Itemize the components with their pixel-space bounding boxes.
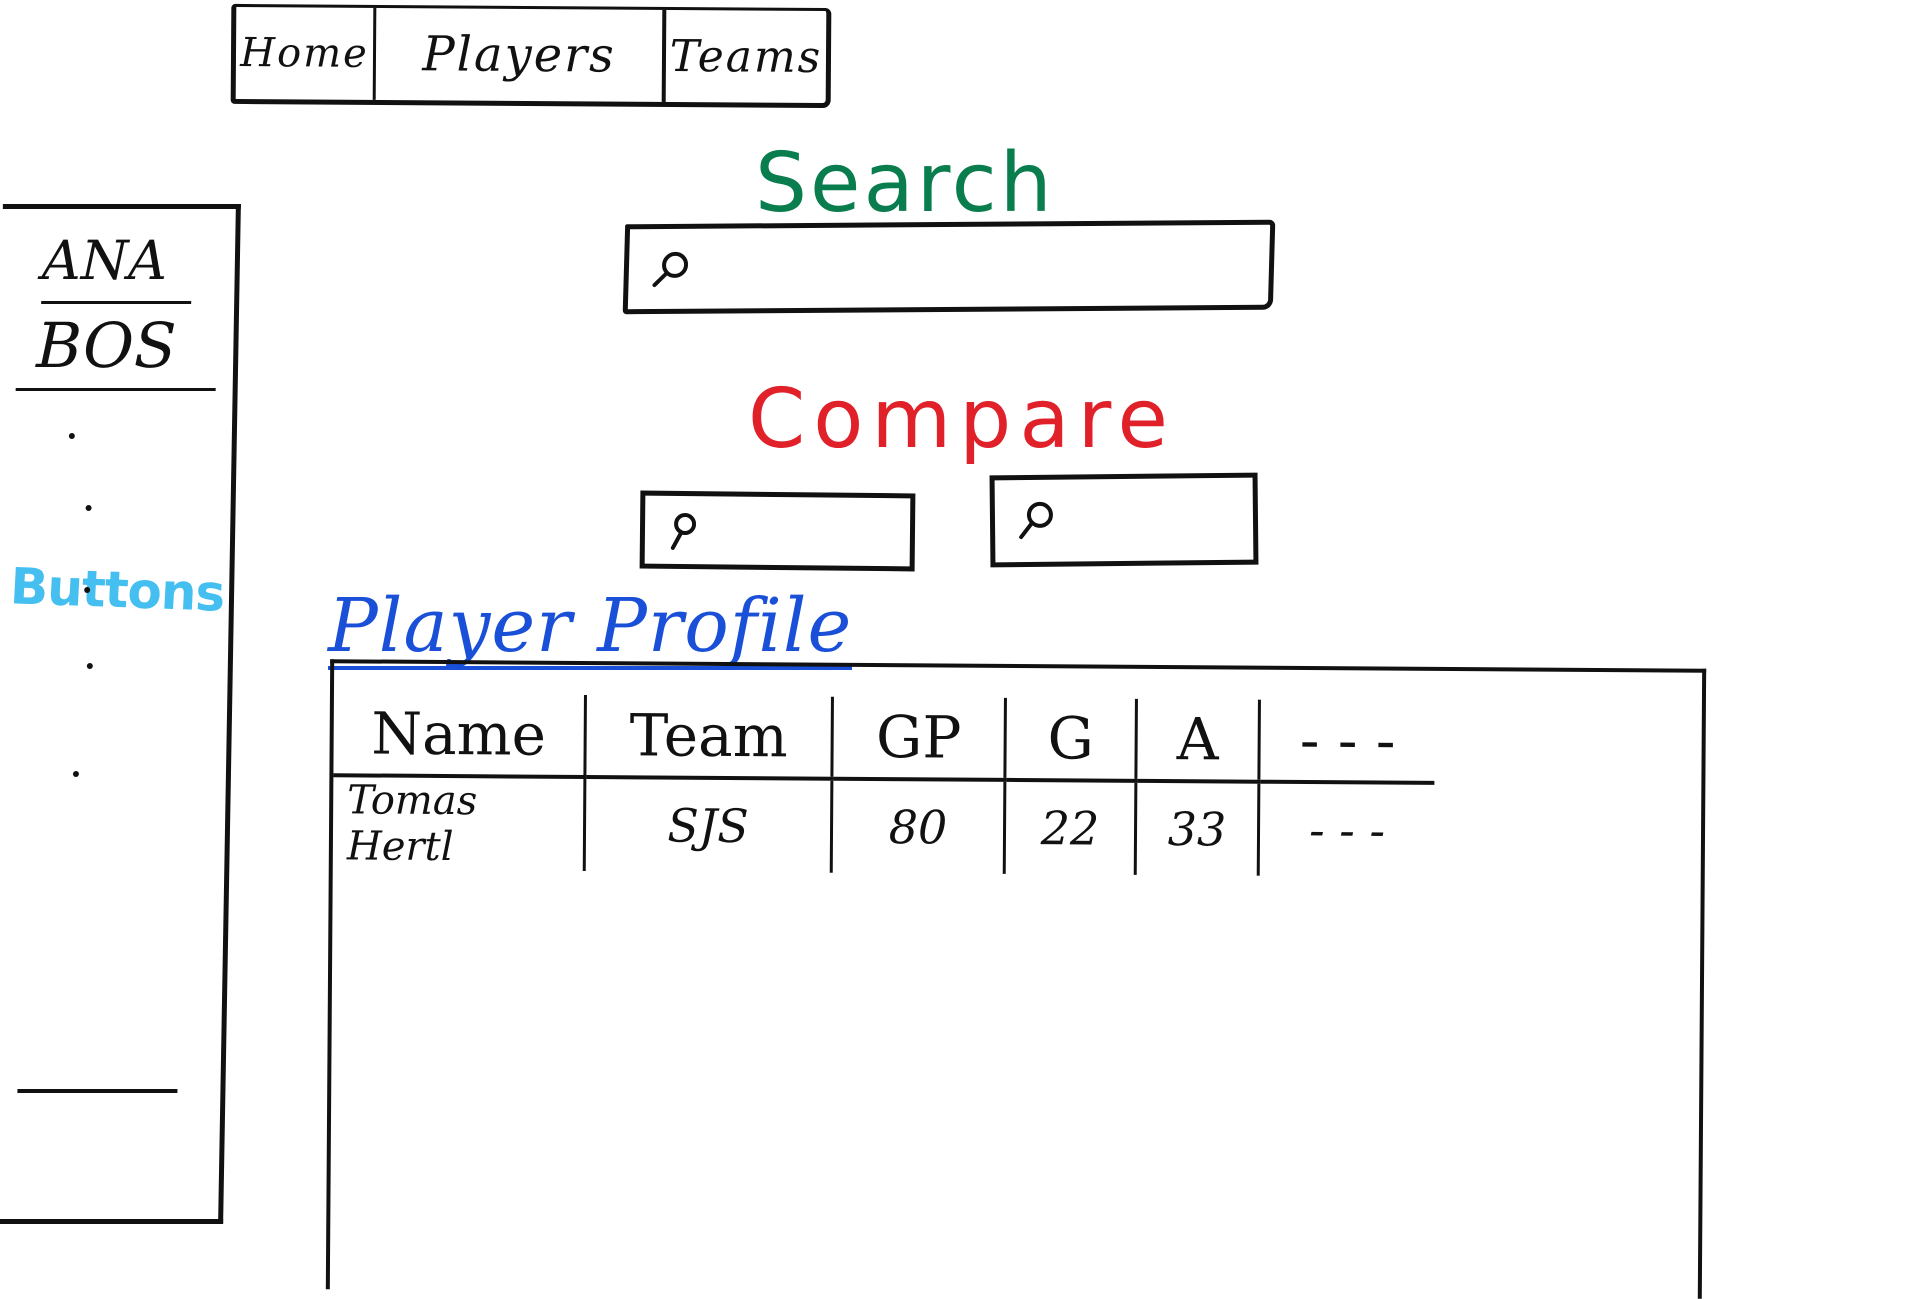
compare-title: Compare: [748, 372, 1176, 467]
sidebar-ellipsis-dot: [72, 771, 80, 777]
compare-box-left[interactable]: [639, 490, 916, 572]
table-cell-more: - - -: [1308, 803, 1386, 858]
table-header-name[interactable]: Name: [333, 693, 586, 777]
table-cell-team: SJS: [584, 776, 832, 873]
top-nav: Home Players Teams: [230, 3, 832, 109]
magnifier-icon: [652, 251, 689, 288]
table-cell-a: 33: [1135, 780, 1259, 876]
magnifier-icon: [670, 513, 697, 550]
nav-tab-teams[interactable]: Teams: [669, 30, 823, 83]
table-header-row: Name Team GP G A - - -: [333, 693, 1435, 783]
nav-tab-home[interactable]: Home: [235, 6, 377, 100]
sidebar-ellipsis-dot: [68, 433, 75, 439]
compare-input-left[interactable]: [706, 509, 911, 554]
player-profile-panel: Name Team GP G A - - - Tomas Hertl SJS 8…: [325, 659, 1707, 1299]
sidebar-annotation: Buttons: [8, 557, 226, 623]
compare-box-right[interactable]: [989, 472, 1259, 568]
team-button-ana[interactable]: ANA: [41, 229, 193, 304]
table-cell-g: 22: [1004, 779, 1136, 875]
nav-tab-players[interactable]: Players: [375, 7, 667, 102]
table-cell-name: Tomas Hertl: [332, 775, 585, 871]
team-button-bos[interactable]: BOS: [15, 309, 218, 391]
sidebar-divider: [17, 1089, 178, 1093]
table-cell-gp: 80: [831, 778, 1005, 874]
table-header-gp[interactable]: GP: [831, 696, 1006, 780]
table-header-a[interactable]: A: [1135, 698, 1260, 782]
player-stats-table: Name Team GP G A - - - Tomas Hertl SJS 8…: [332, 693, 1435, 877]
player-profile-title: Player Profile: [328, 583, 853, 670]
sidebar-ellipsis-dot: [85, 505, 92, 511]
search-title: Search: [755, 136, 1055, 231]
table-row[interactable]: Tomas Hertl SJS 80 22 33 - - -: [332, 775, 1435, 877]
magnifier-icon: [1019, 501, 1053, 540]
search-input[interactable]: [702, 238, 1270, 295]
search-box[interactable]: [622, 219, 1276, 315]
table-header-g[interactable]: G: [1004, 697, 1137, 781]
sidebar-ellipsis-dot: [86, 663, 93, 669]
table-header-team[interactable]: Team: [584, 694, 833, 779]
table-header-more: - - -: [1258, 699, 1435, 783]
team-sidebar: ANA BOS Buttons: [0, 204, 241, 1224]
compare-input-right[interactable]: [1062, 497, 1254, 542]
